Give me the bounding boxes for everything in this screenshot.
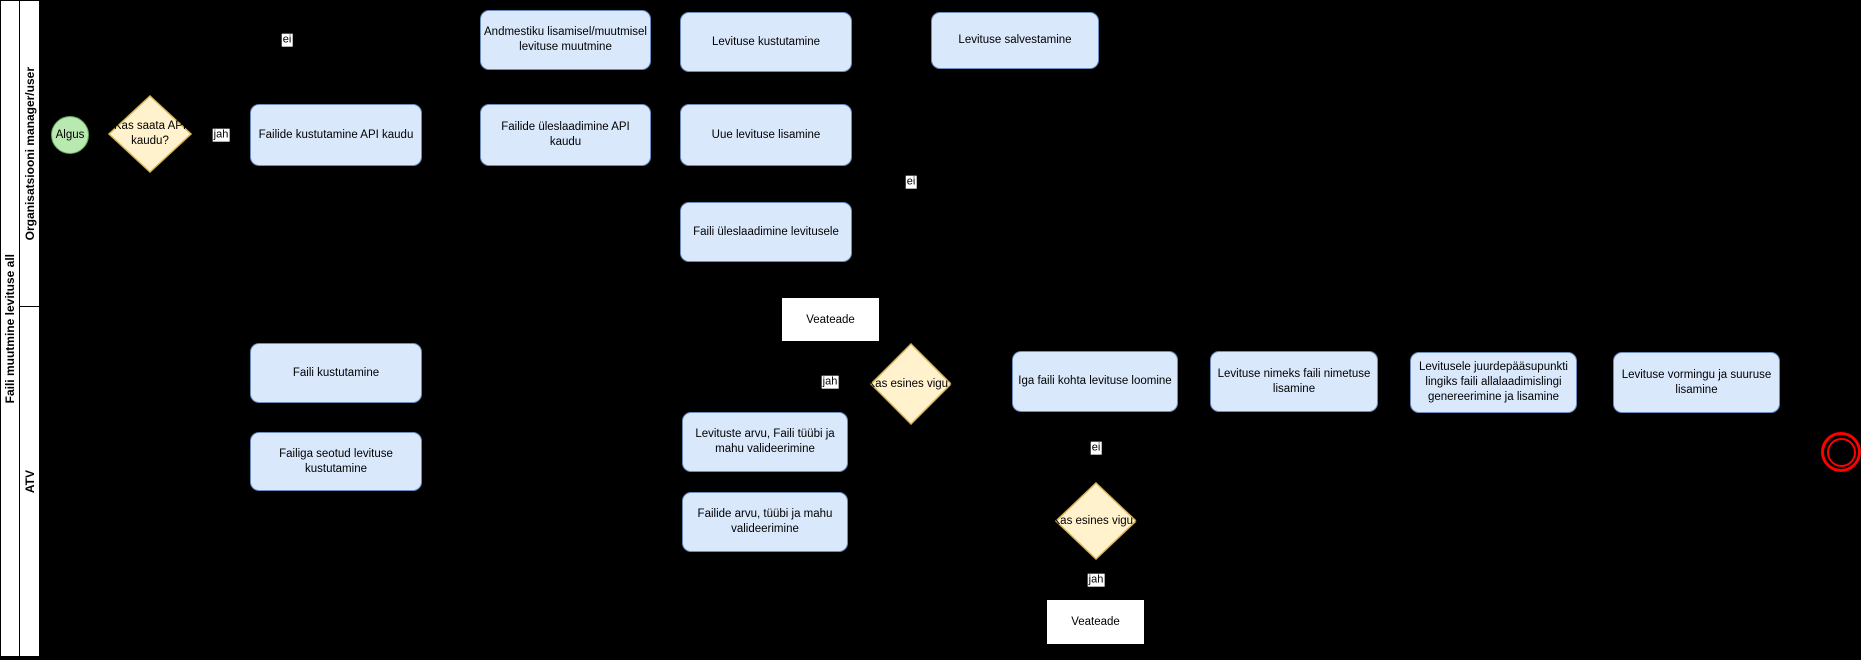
edge-label-jah-1: jah [212, 128, 230, 142]
task-failide-uleslaadimine-api: Failide üleslaadimine API kaudu [480, 104, 651, 166]
start-event: Algus [51, 116, 89, 154]
start-event-label: Algus [55, 129, 85, 141]
lane-label-cell-manager: Organisatsiooni manager/user [19, 0, 40, 307]
decision-kas-esines-vigu-2: Kas esines vigu? [1053, 482, 1139, 560]
diamond-shape [870, 343, 952, 425]
lane-label-atv: ATV [22, 469, 37, 494]
pool-title-cell: Faili muutmine levituse all [0, 0, 20, 657]
lane-label-manager: Organisatsiooni manager/user [22, 66, 37, 241]
message-veateade-1: Veateade [781, 297, 880, 342]
pool-title: Faili muutmine levituse all [3, 253, 17, 404]
end-event-inner-ring [1826, 437, 1856, 467]
task-faili-uleslaadimine-levitusele: Faili üleslaadimine levitusele [680, 202, 852, 262]
task-levituse-salvestamine: Levituse salvestamine [931, 12, 1099, 69]
task-levituse-kustutamine: Levituse kustutamine [680, 12, 852, 72]
task-iga-faili-kohta-levituse-loomine: Iga faili kohta levituse loomine [1012, 351, 1178, 412]
task-uue-levituse-lisamine: Uue levituse lisamine [680, 104, 852, 166]
decision-kas-saata-api-kaudu: Kas saata API kaudu? [108, 95, 192, 173]
task-faili-kustutamine: Faili kustutamine [250, 343, 422, 403]
edge-label-ei-3: ei [1090, 441, 1102, 455]
decision-label: Kas esines vigu? [1052, 514, 1140, 527]
edge-label-jah-3: jah [1087, 573, 1105, 587]
task-failide-kustutamine-api-kaudu: Failide kustutamine API kaudu [250, 104, 422, 166]
decision-label: Kas saata API kaudu? [113, 120, 187, 147]
lane-label-cell-atv: ATV [19, 306, 40, 657]
end-event [1821, 432, 1861, 472]
message-veateade-2: Veateade [1046, 599, 1145, 645]
diamond-shape [108, 95, 192, 173]
task-andmestiku-muutmine: Andmestiku lisamisel/muutmisel levituse … [480, 10, 651, 70]
task-levituse-vormingu-ja-suuruse-lisamine: Levituse vormingu ja suuruse lisamine [1613, 352, 1780, 413]
task-levituste-arvu-valideerimine: Levituste arvu, Faili tüübi ja mahu vali… [682, 412, 848, 472]
task-failide-arvu-valideerimine: Failide arvu, tüübi ja mahu valideerimin… [682, 492, 848, 552]
task-levituse-nimeks-faili-nimetuse-lisamine: Levituse nimeks faili nimetuse lisamine [1210, 351, 1378, 412]
decision-kas-esines-vigu-1: Kas esines vigu? [868, 343, 954, 425]
edge-label-jah-2: jah [821, 375, 839, 389]
decision-label: Kas esines vigu? [867, 377, 955, 390]
edge-label-ei-2: ei [905, 175, 917, 189]
edge-label-ei-1: ei [281, 33, 293, 47]
diamond-shape [1055, 482, 1137, 560]
task-failiga-seotud-levituse-kustutamine: Failiga seotud levituse kustutamine [250, 432, 422, 491]
task-juurdepaasupunkti-lingi-genereerimine: Levitusele juurdepääsupunkti lingiks fai… [1410, 352, 1577, 413]
